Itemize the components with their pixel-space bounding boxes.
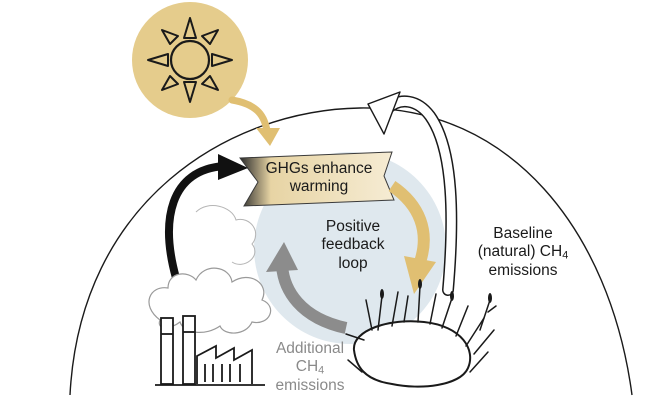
feedback-loop-line1: Positive xyxy=(325,218,381,235)
loop-warming-arrow xyxy=(388,181,430,264)
baseline-line2-subscript: 4 xyxy=(562,249,569,262)
feedback-loop-line3: loop xyxy=(338,254,368,272)
warming-label: GHGs enhance warming xyxy=(244,160,394,197)
warming-label-line2: warming xyxy=(289,178,349,196)
industry-emissions-arrow xyxy=(165,162,228,282)
additional-line2: CH4 xyxy=(258,358,362,376)
loop-emissions-arrow xyxy=(276,265,348,334)
atmosphere-arc xyxy=(69,107,633,396)
additional-line2-subscript: 4 xyxy=(318,364,325,377)
warming-banner xyxy=(239,151,395,207)
baseline-emissions-arrow xyxy=(367,91,458,296)
baseline-line3: emissions xyxy=(488,261,558,279)
wetland-icon xyxy=(345,279,497,388)
feedback-loop-label: Positive feedback loop xyxy=(308,218,398,273)
additional-emissions-label: Additional CH4 emissions xyxy=(258,340,362,395)
factory-icon xyxy=(160,315,253,385)
sun-icon xyxy=(132,2,248,118)
additional-line1: Additional xyxy=(275,340,345,357)
feedback-loop-line2: feedback xyxy=(321,236,385,254)
additional-line3: emissions xyxy=(275,376,345,394)
baseline-line1: Baseline xyxy=(493,225,553,242)
baseline-line2: (natural) CH4 xyxy=(468,243,578,261)
additional-line2-text: CH xyxy=(295,358,319,376)
baseline-emissions-label: Baseline (natural) CH4 emissions xyxy=(468,225,578,280)
warming-label-line1: GHGs enhance xyxy=(265,160,373,177)
baseline-line2-text: (natural) CH xyxy=(477,243,563,261)
